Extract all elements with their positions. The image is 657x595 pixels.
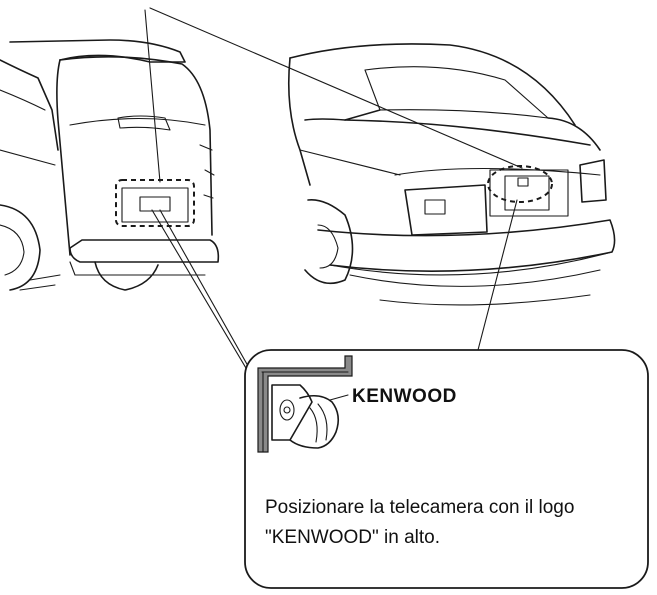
instruction-caption: Posizionare la telecamera con il logo "K… — [265, 493, 645, 553]
instruction-line-1: Posizionare la telecamera con il logo — [265, 497, 575, 518]
instruction-line-2: "KENWOOD" in alto. — [265, 527, 441, 548]
suv-rear-illustration — [0, 39, 220, 291]
mounting-bracket-illustration — [257, 355, 353, 453]
camera-brand-label: KENWOOD — [352, 386, 457, 407]
sedan-rear-illustration — [287, 43, 616, 306]
rear-camera-illustration — [271, 384, 349, 449]
detail-callout-box — [244, 349, 649, 589]
